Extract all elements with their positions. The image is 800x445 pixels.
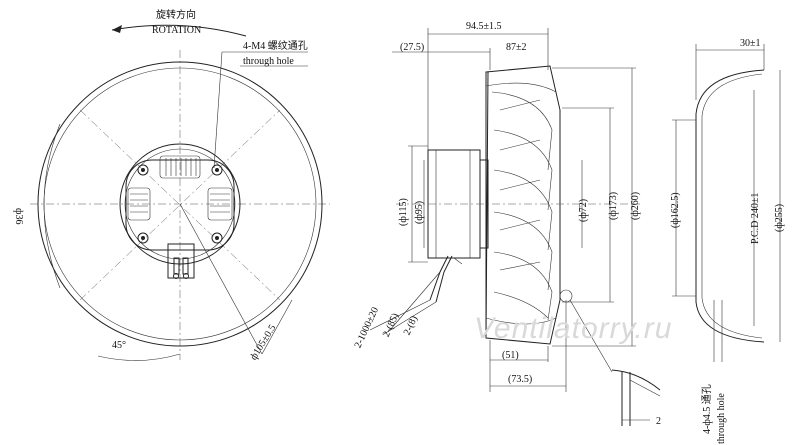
ring-dim-255: (ф255) (774, 204, 785, 232)
side-dim-260: (ф260) (630, 192, 641, 220)
motor-housing (125, 159, 235, 251)
rotation-arrowhead-icon (112, 25, 122, 33)
outer-dia-dim-arc (43, 123, 61, 289)
vent-slots-top (159, 155, 201, 179)
lead-exit (167, 243, 195, 279)
detail-view: 2 (611, 369, 661, 427)
lead-dim-8: 2-(8) (402, 314, 420, 337)
ring-profile-outer (695, 69, 765, 343)
side-view: 94.5±1.5 (27.5) 87±2 (353, 21, 661, 427)
side-dim-51: (51) (502, 350, 519, 361)
side-dim-72: (ф72) (578, 199, 589, 222)
rotation-label-cn: 旋转方向 (156, 8, 196, 21)
mount-hole-note-cn: 4-M4 螺纹通孔 (243, 39, 308, 52)
side-dim-115: (ф115) (398, 198, 409, 226)
impeller-outer-circle (37, 61, 323, 347)
motor-hub (119, 143, 241, 265)
angle-arc (97, 353, 181, 361)
mount-hole-note-en: through hole (243, 56, 294, 67)
front-dim-angle: 45° (112, 340, 126, 351)
side-dim-body: 87±2 (506, 42, 527, 53)
side-dim-total: 94.5±1.5 (466, 21, 502, 32)
ring-dim-pcd: P.C.D 240±1 (750, 193, 761, 244)
side-dim-95: (ф95) (414, 201, 425, 224)
cable-lead-2 (435, 255, 453, 303)
cable-lead-1 (429, 255, 449, 301)
detail-marker (559, 289, 573, 303)
rotation-label-en: ROTATION (152, 25, 201, 36)
impeller-blades (491, 91, 553, 321)
ring-dim-width: 30±1 (740, 38, 761, 49)
ring-view: 30±1 (ф162.5) P.C.D 240±1 (ф255) 4-ф4.5 … (670, 38, 785, 444)
ring-dim-162-5: (ф162.5) (670, 192, 681, 228)
front-dim-outer: ф36 (13, 208, 24, 224)
rotation-arc (111, 24, 247, 37)
watermark-text: Ventilatorry.ru (474, 312, 672, 345)
front-dim-pcd: ф105±0.5 (248, 323, 278, 362)
vent-slots-left (127, 187, 151, 221)
side-dim-173: (ф173) (608, 192, 619, 220)
screw-bosses (137, 164, 223, 244)
front-view: 旋转方向 ROTATION 4-M4 螺纹通孔 through hole (13, 8, 330, 362)
ring-hole-note-cn: 4-ф4.5 通孔 (701, 384, 713, 434)
ring-profile-inner (701, 73, 763, 339)
vent-slots-right (207, 187, 233, 221)
side-dim-73-5: (73.5) (508, 374, 532, 385)
detail-dim-gap: 2 (656, 416, 661, 427)
side-dim-offset: (27.5) (400, 42, 424, 53)
ring-hole-note-en: through hole (716, 393, 727, 444)
lead-dim-1000: 2-1000±20 (353, 306, 381, 350)
